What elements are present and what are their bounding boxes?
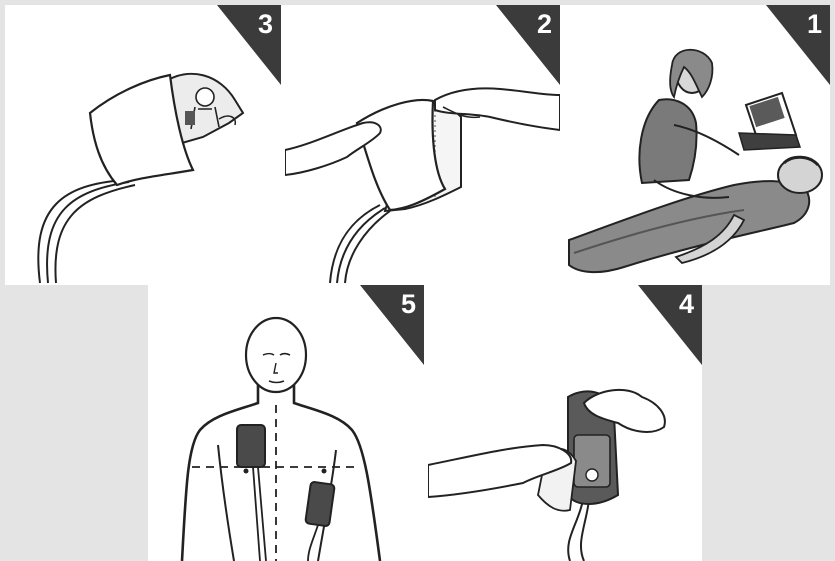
frame-bottom-left xyxy=(0,285,148,561)
step-1-panel: 1 xyxy=(564,5,830,285)
step-5-number: 5 xyxy=(401,291,416,318)
step-4-badge: 4 xyxy=(638,285,702,365)
step-2-number: 2 xyxy=(537,11,552,38)
step-4-panel: 4 xyxy=(428,285,702,561)
step-3-panel: 3 xyxy=(5,5,281,285)
step-1-badge: 1 xyxy=(766,5,830,85)
step-5-badge: 5 xyxy=(360,285,424,365)
step-3-number: 3 xyxy=(258,11,273,38)
step-1-number: 1 xyxy=(807,11,822,38)
step-5-panel: 5 xyxy=(148,285,424,561)
frame-right xyxy=(830,0,835,290)
frame-bottom-right xyxy=(702,285,835,561)
step-2-badge: 2 xyxy=(496,5,560,85)
step-2-panel: 2 xyxy=(285,5,560,285)
step-4-number: 4 xyxy=(679,291,694,318)
step-3-badge: 3 xyxy=(217,5,281,85)
